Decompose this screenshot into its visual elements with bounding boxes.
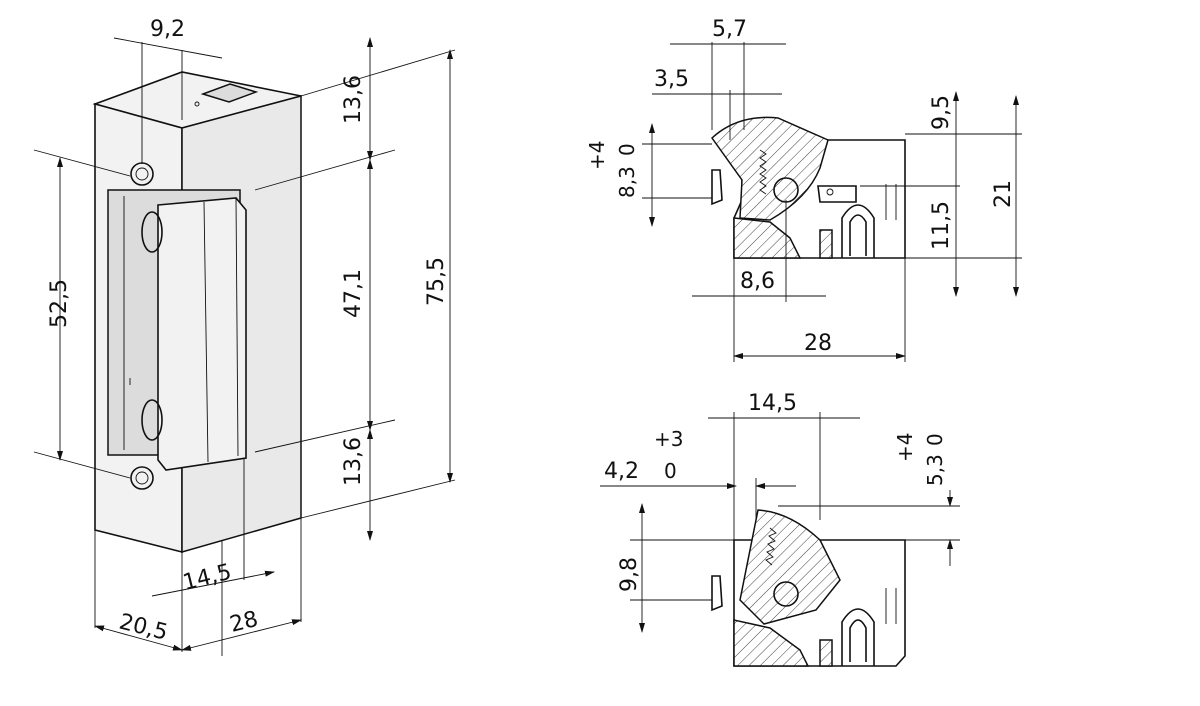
dim-3-5: 3,5 [654,67,689,92]
dim-4-2: 4,2 [604,459,639,484]
dim-20-5: 20,5 [117,610,171,646]
dim-8-6: 8,6 [740,269,775,294]
section-view-latch-closed [711,116,906,259]
dim-9-5: 9,5 [929,95,954,130]
dim-13-6-bottom: 13,6 [341,437,366,486]
housing-outline-open [733,539,906,667]
tol-plus-3: +3 [654,427,683,451]
dim-11-5: 11,5 [929,201,954,250]
tol-zero-3: 0 [664,459,677,483]
dim-52-5: 52,5 [47,279,72,328]
dim-8-3: 8,3 [615,166,639,198]
tol-zero-top: 0 [615,143,639,156]
dim-14-5-left: 14,5 [180,560,234,596]
tol-plus-4-bottom: +4 [893,433,917,462]
dim-13-6-top: 13,6 [341,75,366,124]
housing-section [733,217,802,259]
dim-9-8: 9,8 [617,557,642,592]
latch-section [711,116,829,221]
section-view-bottom-dimensions: 14,5 +3 4,2 0 +4 0 5,3 9,8 [600,391,960,633]
tol-zero-4: 0 [923,433,947,446]
section-view-top-dimensions: 5,7 3,5 +4 0 8,3 9,5 11,5 21 8,6 28 [585,17,1022,362]
dim-5-7: 5,7 [712,17,747,42]
dim-75-5: 75,5 [424,257,449,306]
dim-9-2: 9,2 [150,17,185,42]
dim-28-right: 28 [804,331,832,356]
tol-plus-4-top: +4 [585,141,609,170]
dim-21: 21 [991,180,1016,208]
dim-5-3: 5,3 [923,454,947,486]
dim-14-5-right: 14,5 [748,391,797,416]
section-view-latch-open [711,509,906,667]
latch-section-rotated [739,509,841,625]
dim-47-1: 47,1 [341,269,366,318]
screw-hole-bottom [130,466,154,490]
isometric-strike-view [92,71,302,554]
dim-28-left: 28 [227,607,260,638]
top-slot [200,83,259,103]
latch-body [157,197,247,471]
